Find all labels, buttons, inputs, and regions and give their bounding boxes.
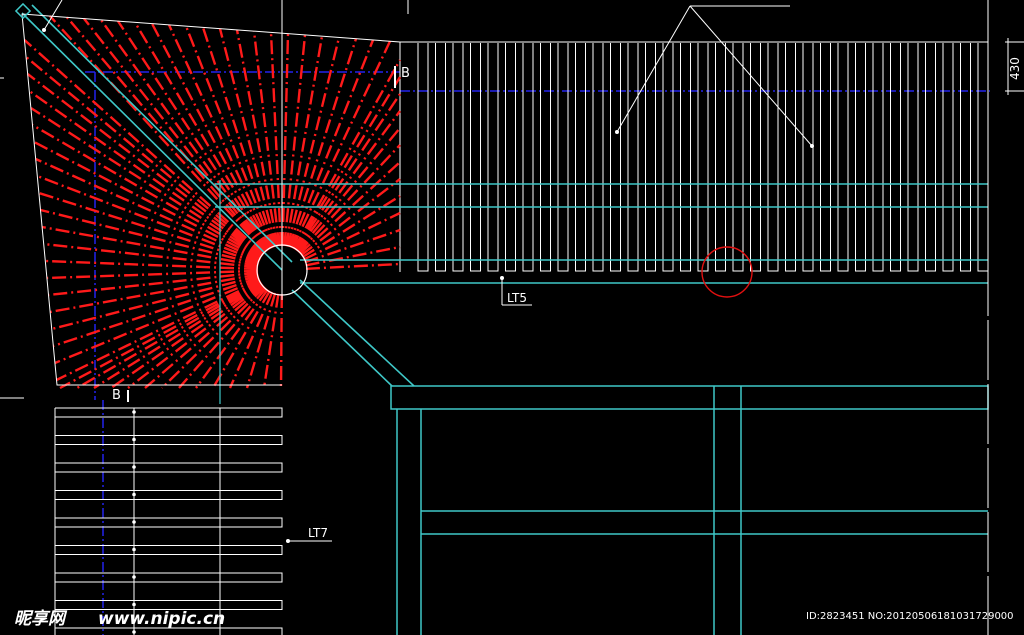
roof-outline-layer: [14, 2, 401, 386]
hip-beam-upper-b: [31, 4, 293, 263]
frame-beam-top: [390, 385, 989, 410]
lt5-leader-dot: [500, 276, 504, 280]
section-mark-top: B: [401, 66, 410, 81]
leader-line-b: [689, 5, 813, 147]
rafters-top-layer: [399, 41, 989, 272]
watermark-url: www.nipic.cn: [98, 609, 225, 629]
rafter-dot: [132, 630, 136, 634]
watermark-id: ID:2823451 NO:20120506181031729000: [806, 611, 1014, 622]
lt7-leader-dot: [286, 539, 290, 543]
rafter-dot: [132, 492, 136, 497]
leader-dot-a: [615, 130, 619, 134]
rafter-dot: [132, 437, 136, 442]
rafter-dot: [132, 547, 136, 552]
dimension-label-430: 430: [1008, 57, 1022, 80]
detail-callout-circle: [701, 246, 753, 298]
leader-line-corner: [43, 0, 63, 31]
rafter-dot: [132, 602, 136, 607]
beams-layer: [21, 4, 989, 635]
top-rafter-slats: [417, 43, 989, 272]
roof-outline: [21, 13, 401, 386]
leader-dot-corner: [42, 28, 46, 32]
hip-beam-lower-a: [299, 279, 415, 387]
leader-dot-b: [810, 144, 814, 148]
watermark-brand: 昵享网: [14, 609, 68, 629]
rafter-dot: [132, 575, 136, 579]
rafter-dot: [132, 465, 136, 469]
beam-label-lt5: LT5: [507, 291, 527, 305]
rafter-dot: [132, 410, 136, 414]
hip-beam-lower-b: [291, 289, 393, 387]
hip-beam-upper-a: [21, 12, 283, 271]
left-rafter-slats: [55, 407, 283, 635]
section-mark-left: B: [112, 388, 121, 403]
corner-marker: [14, 2, 32, 20]
leader-line-a: [616, 5, 691, 133]
rafters-left-layer: [54, 407, 283, 635]
radiating-rafters: [23, 15, 402, 390]
beam-label-lt7: LT7: [308, 526, 328, 540]
rafter-dot: [132, 520, 136, 524]
